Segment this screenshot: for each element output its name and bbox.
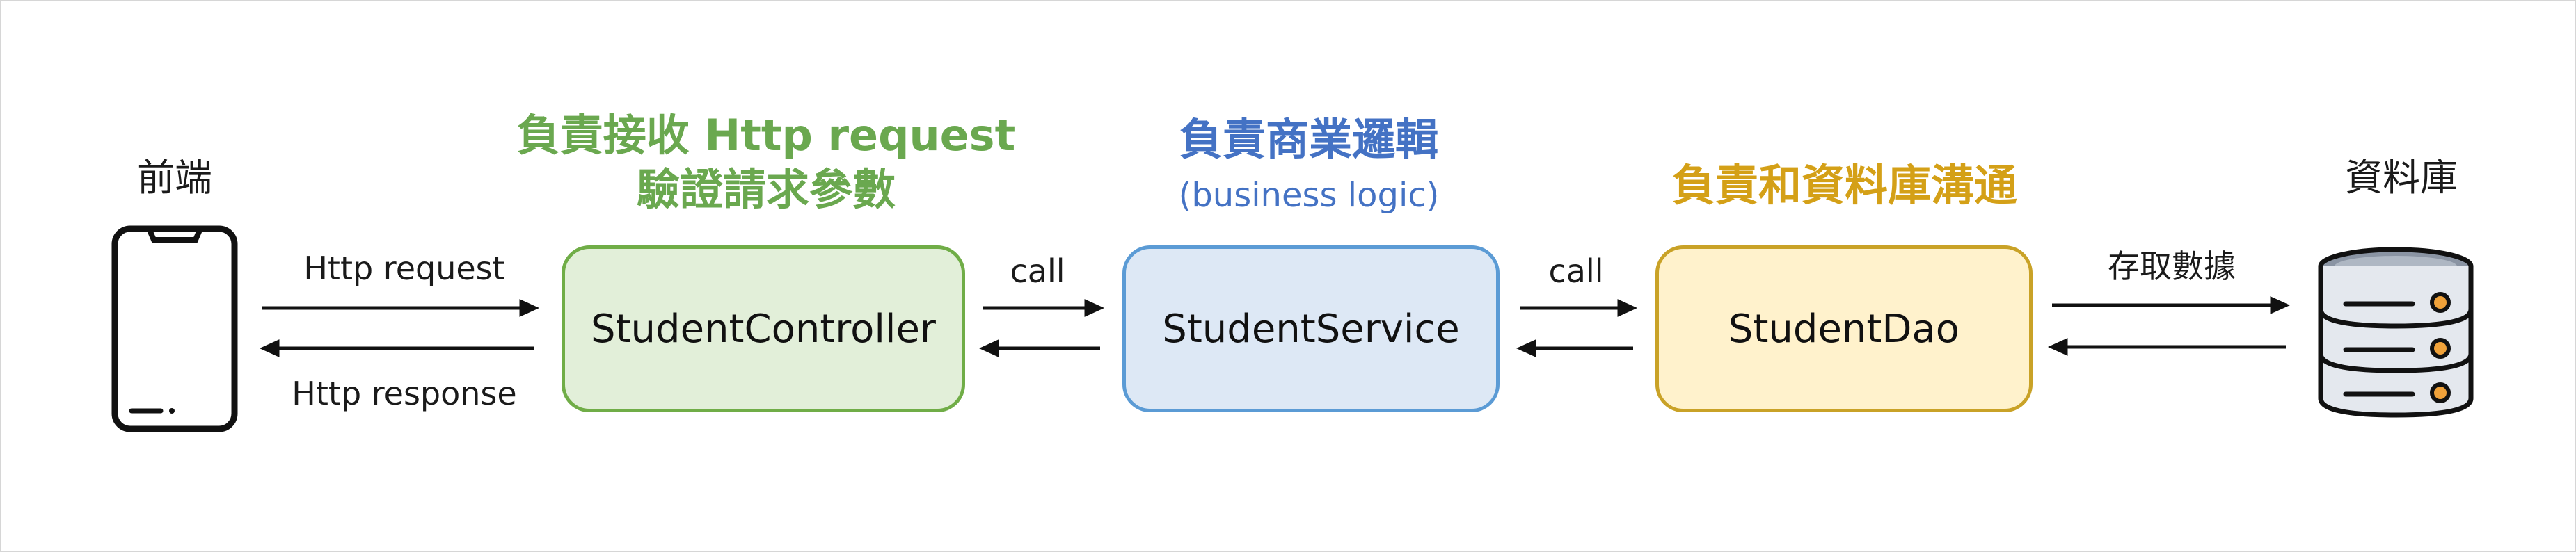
student-controller-box: StudentController xyxy=(562,245,965,412)
controller-responsibility-line1: 負責接收 Http request xyxy=(516,110,1016,161)
http-response-label: Http response xyxy=(292,375,517,412)
call-label-2: call xyxy=(1548,252,1604,290)
call-label-1: call xyxy=(1010,252,1065,290)
student-service-box: StudentService xyxy=(1122,245,1500,412)
controller-responsibility-line2: 驗證請求參數 xyxy=(636,164,896,215)
service-responsibility-en: (business logic) xyxy=(1178,176,1440,215)
http-request-label: Http request xyxy=(303,250,505,287)
phone-icon xyxy=(111,225,238,432)
student-controller-label: StudentController xyxy=(591,306,936,352)
student-dao-label: StudentDao xyxy=(1728,306,1960,352)
frontend-label: 前端 xyxy=(137,156,212,200)
database-icon xyxy=(2318,247,2474,418)
student-dao-box: StudentDao xyxy=(1655,245,2033,412)
service-responsibility: 負責商業邏輯 xyxy=(1179,114,1438,165)
student-service-label: StudentService xyxy=(1162,306,1460,352)
database-label: 資料庫 xyxy=(2345,156,2458,200)
dao-responsibility: 負責和資料庫溝通 xyxy=(1671,160,2017,211)
data-access-label: 存取數據 xyxy=(2108,247,2236,285)
